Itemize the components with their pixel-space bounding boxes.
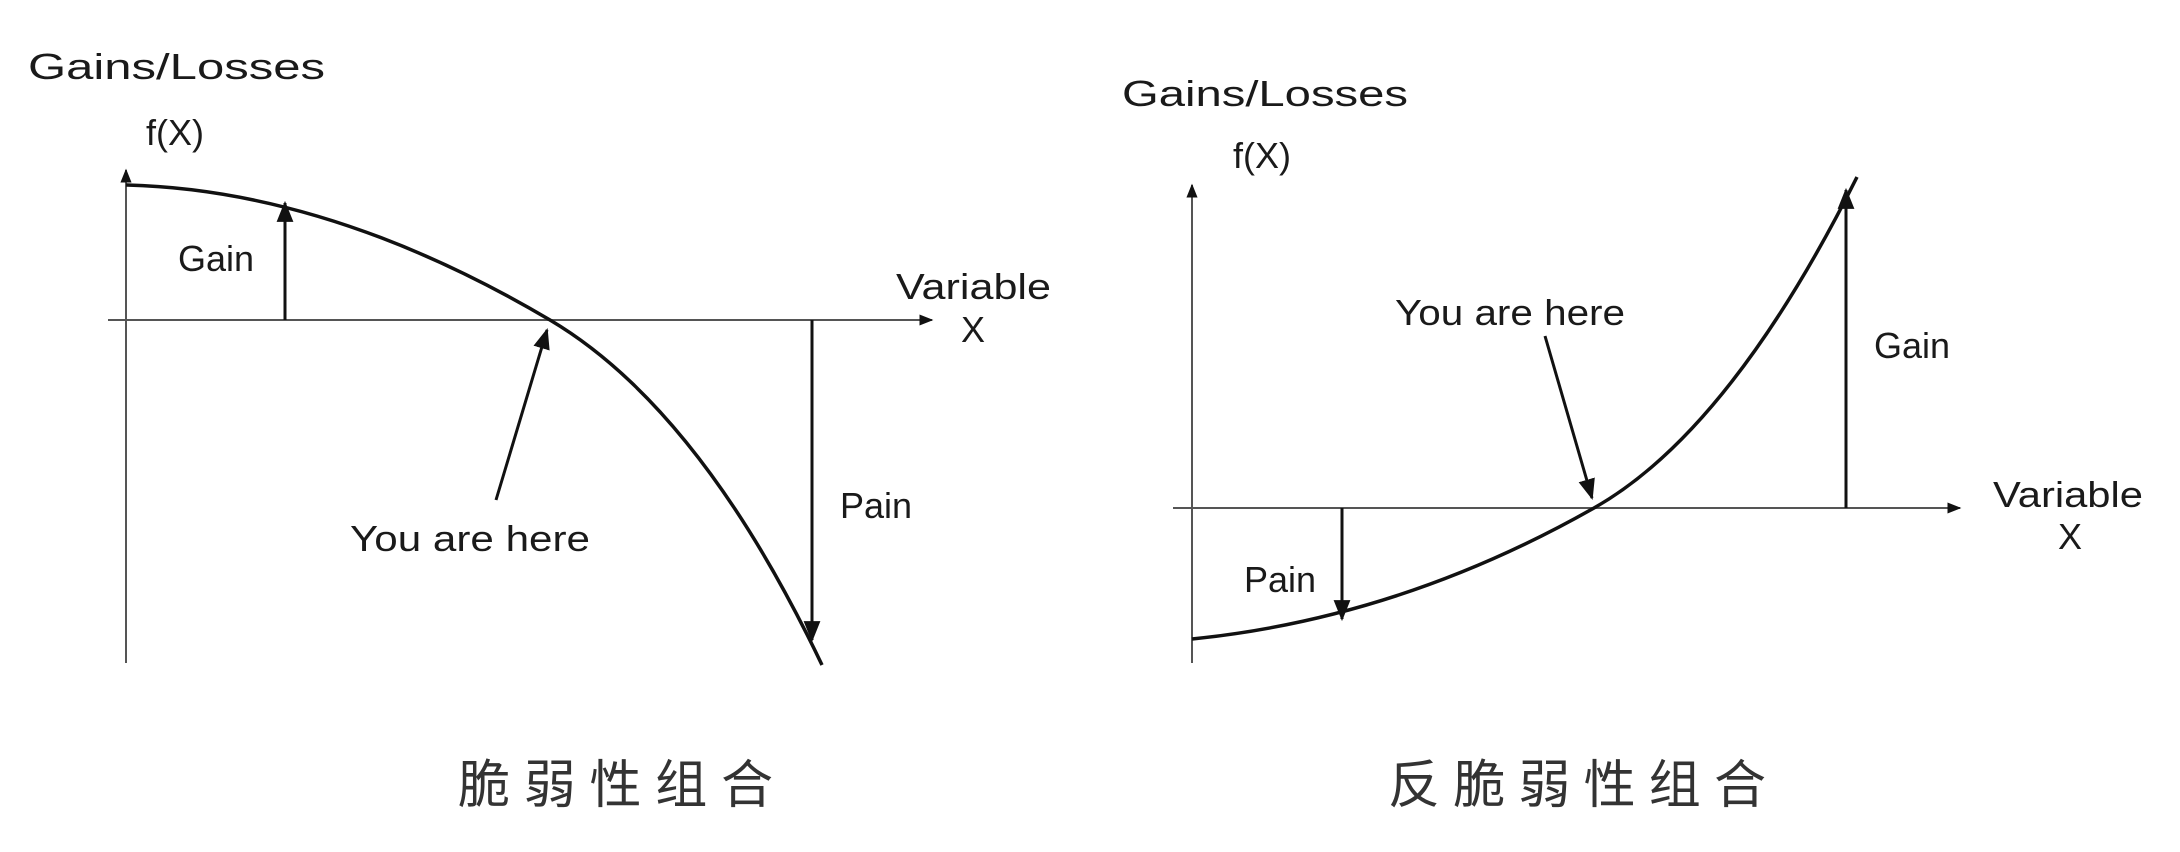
y-axis-label: Gains/Losses <box>28 46 325 87</box>
x-axis-sublabel: X <box>2058 516 2082 557</box>
y-axis-sublabel: f(X) <box>146 112 204 153</box>
you-are-here-arrow <box>1543 335 1595 501</box>
x-axis-label: Variable <box>1993 474 2143 515</box>
y-axis-sublabel: f(X) <box>1233 135 1291 176</box>
gain-label: Gain <box>1874 325 1950 366</box>
antifragile-panel: Gains/Losses f(X) You are here Gain Vari… <box>1122 73 2143 816</box>
pain-label: Pain <box>1244 559 1316 600</box>
you-are-here-arrow <box>494 327 550 501</box>
you-are-here-label: You are here <box>1395 292 1625 333</box>
x-axis-label: Variable <box>896 266 1051 307</box>
gain-label: Gain <box>178 238 254 279</box>
concave-payoff-curve <box>125 183 824 666</box>
panel-caption: 反脆弱性组合 <box>1388 756 1766 816</box>
panel-caption: 脆弱性组合 <box>458 756 773 816</box>
pain-label: Pain <box>840 485 912 526</box>
convex-payoff-curve <box>1191 176 1859 641</box>
x-axis-sublabel: X <box>961 309 985 350</box>
you-are-here-label: You are here <box>350 518 590 559</box>
fragile-panel: Gains/Losses f(X) Gain Variable X You ar… <box>28 46 1051 816</box>
y-axis-label: Gains/Losses <box>1122 73 1408 114</box>
